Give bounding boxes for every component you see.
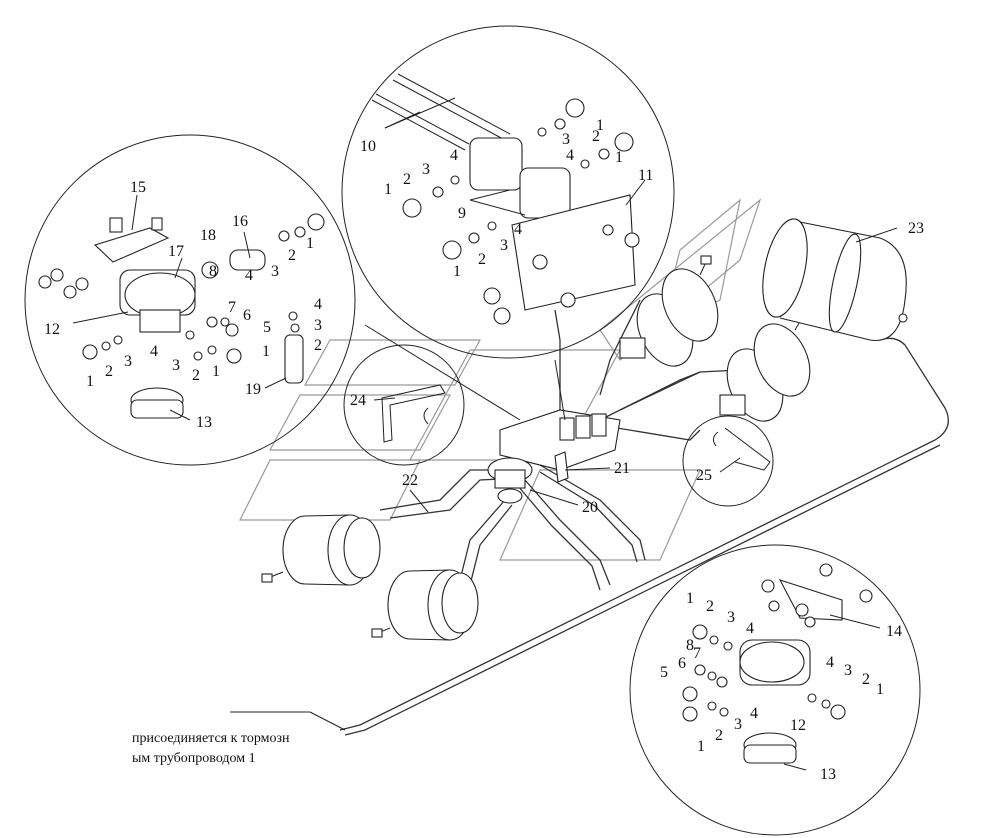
callout-9: 9	[458, 205, 466, 222]
callout-3: 3	[500, 237, 508, 254]
leader-lines	[72, 97, 898, 771]
callout-1: 1	[876, 681, 884, 698]
callout-3: 3	[734, 716, 742, 733]
callout-1: 1	[384, 181, 392, 198]
callout-18: 18	[200, 227, 216, 244]
callout-6: 6	[678, 655, 686, 672]
callout-5: 5	[263, 319, 271, 336]
callout-1: 1	[686, 590, 694, 607]
callout-2: 2	[592, 128, 600, 145]
callout-8: 8	[209, 263, 217, 280]
detail-circle-24	[343, 344, 465, 466]
pipes	[339, 299, 949, 736]
callout-10: 10	[360, 138, 376, 155]
callout-3: 3	[562, 131, 570, 148]
callout-11: 11	[638, 167, 653, 184]
callout-4: 4	[514, 221, 522, 238]
callout-4: 4	[314, 296, 322, 313]
callout-4: 4	[245, 267, 253, 284]
callout-labels: 10 1 2 3 4 9 4 3 2 1 1 3 2 4 1 11 15 16 …	[44, 117, 924, 783]
callout-1: 1	[306, 235, 314, 252]
note-line-2: ым трубопроводом 1	[132, 751, 256, 766]
callout-13: 13	[820, 766, 836, 783]
callout-2: 2	[706, 598, 714, 615]
callout-4: 4	[566, 147, 574, 164]
callout-17: 17	[168, 243, 184, 260]
callout-3: 3	[172, 357, 180, 374]
detail-circle-left	[24, 134, 356, 466]
detail-circle-top	[341, 25, 675, 359]
brake-chamber-left-1	[261, 514, 381, 586]
callout-2: 2	[862, 671, 870, 688]
callout-5: 5	[660, 664, 668, 681]
callout-2: 2	[715, 727, 723, 744]
callout-7: 7	[228, 299, 236, 316]
callout-2: 2	[105, 363, 113, 380]
callout-3: 3	[124, 353, 132, 370]
valve-block-21	[499, 409, 621, 483]
callout-20: 20	[582, 499, 598, 516]
callout-13: 13	[196, 414, 212, 431]
brake-chamber-right-1	[619, 255, 719, 367]
callout-15: 15	[130, 179, 146, 196]
callout-12: 12	[790, 717, 806, 734]
callout-1: 1	[596, 117, 604, 134]
callout-12: 12	[44, 321, 60, 338]
callout-24: 24	[350, 392, 366, 409]
callout-16: 16	[232, 213, 248, 230]
callout-2: 2	[478, 251, 486, 268]
note-line-1: присоединяется к тормозн	[132, 731, 290, 746]
watermark	[239, 198, 762, 561]
callout-1: 1	[615, 149, 623, 166]
detail-circle-25	[682, 415, 774, 507]
detail-circle-bottom-right	[629, 544, 921, 836]
callout-4: 4	[750, 705, 758, 722]
callout-1: 1	[697, 738, 705, 755]
callout-4: 4	[826, 654, 834, 671]
callout-2: 2	[192, 367, 200, 384]
callout-21: 21	[614, 460, 630, 477]
callout-19: 19	[245, 381, 261, 398]
callout-1: 1	[86, 373, 94, 390]
callout-3: 3	[314, 317, 322, 334]
callout-4: 4	[746, 620, 754, 637]
brake-chamber-left-2	[371, 569, 479, 641]
callout-1: 1	[453, 263, 461, 280]
callout-1: 1	[262, 343, 270, 360]
connection-note: присоединяется к тормозн ым трубопроводо…	[132, 731, 290, 766]
callout-4: 4	[150, 343, 158, 360]
callout-4: 4	[450, 147, 458, 164]
callout-7: 7	[693, 645, 701, 662]
callout-2: 2	[314, 337, 322, 354]
callout-25: 25	[696, 467, 712, 484]
callout-3: 3	[727, 609, 735, 626]
relay-valve-20	[487, 457, 533, 504]
brake-chamber-right-2	[719, 311, 811, 422]
callout-3: 3	[271, 263, 279, 280]
callout-3: 3	[422, 161, 430, 178]
air-receiver-23	[762, 218, 908, 342]
callout-3: 3	[844, 662, 852, 679]
callout-1: 1	[212, 363, 220, 380]
callout-6: 6	[243, 307, 251, 324]
callout-2: 2	[288, 247, 296, 264]
callout-22: 22	[402, 472, 418, 489]
callout-23: 23	[908, 220, 924, 237]
callout-14: 14	[886, 623, 902, 640]
callout-8: 8	[686, 637, 694, 654]
callout-2: 2	[403, 171, 411, 188]
